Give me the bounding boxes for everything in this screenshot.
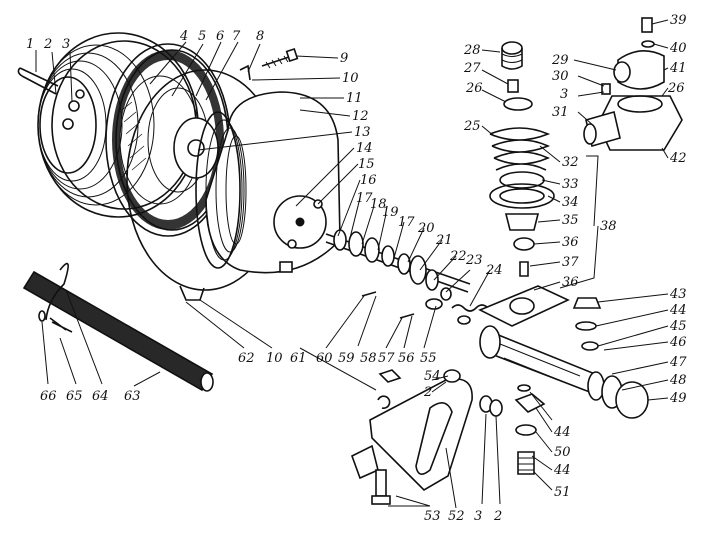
label-5: 5 (198, 29, 206, 44)
label-17b: 17 (398, 215, 415, 230)
label-19: 19 (382, 205, 399, 220)
label-30: 30 (552, 69, 569, 84)
label-46: 46 (669, 335, 687, 350)
label-9: 9 (340, 51, 348, 66)
label-31: 31 (552, 105, 569, 120)
label-20: 20 (417, 221, 435, 236)
label-1: 1 (26, 37, 34, 52)
label-53: 53 (424, 509, 441, 524)
label-35: 35 (562, 213, 579, 228)
label-45: 45 (669, 319, 687, 334)
leader-lines (35, 19, 669, 509)
label-44a: 44 (669, 303, 687, 318)
mounting-bracket-part (351, 378, 473, 505)
label-2b: 2 (423, 385, 432, 400)
label-44c: 44 (553, 463, 571, 478)
label-50: 50 (554, 445, 571, 460)
label-59: 59 (338, 351, 355, 366)
bolt-part (261, 48, 299, 69)
label-42: 42 (669, 151, 687, 166)
label-3: 3 (62, 37, 70, 52)
label-39: 39 (670, 13, 687, 28)
label-48: 48 (669, 373, 687, 388)
label-25: 25 (463, 119, 481, 134)
label-34: 34 (562, 195, 579, 210)
label-13: 13 (354, 125, 371, 140)
cotter-pins-part (361, 291, 471, 325)
label-65: 65 (66, 389, 83, 404)
label-3c: 3 (474, 509, 482, 524)
label-15: 15 (358, 157, 375, 172)
label-2c: 2 (493, 509, 502, 524)
label-3b: 3 (560, 87, 568, 102)
label-8: 8 (256, 29, 264, 44)
label-36b: 36 (562, 275, 579, 290)
label-29: 29 (551, 53, 569, 68)
label-51: 51 (554, 485, 571, 500)
label-26b: 26 (667, 81, 685, 96)
label-33: 33 (562, 177, 579, 192)
label-36a: 36 (562, 235, 579, 250)
label-54: 54 (424, 369, 441, 384)
label-7: 7 (232, 29, 241, 44)
push-rod-part (325, 229, 489, 312)
label-64: 64 (92, 389, 109, 404)
label-17a: 17 (356, 191, 373, 206)
label-56: 56 (398, 351, 415, 366)
label-37: 37 (562, 255, 579, 270)
label-12: 12 (352, 109, 369, 124)
label-57: 57 (378, 351, 395, 366)
label-6: 6 (216, 29, 224, 44)
label-24: 24 (485, 263, 503, 278)
valve-body-part (478, 285, 649, 419)
label-43: 43 (669, 287, 687, 302)
label-14: 14 (356, 141, 373, 156)
label-55: 55 (420, 351, 437, 366)
label-44b: 44 (553, 425, 571, 440)
label-2: 2 (43, 37, 52, 52)
label-38: 38 (600, 219, 617, 234)
label-28: 28 (463, 43, 481, 58)
nuts-washers-part (377, 369, 503, 417)
label-47: 47 (669, 355, 687, 370)
label-40: 40 (669, 41, 687, 56)
valve-cover-part (583, 17, 683, 151)
label-10b: 10 (266, 351, 283, 366)
label-22: 22 (449, 249, 467, 264)
label-10: 10 (342, 71, 359, 86)
label-16: 16 (360, 173, 377, 188)
label-49: 49 (669, 391, 687, 406)
label-26a: 26 (465, 81, 483, 96)
hose-tube-part (22, 262, 214, 392)
callout-labels: 1 2 3 4 5 6 7 8 9 10 11 12 13 14 15 16 1… (26, 13, 687, 524)
label-58: 58 (360, 351, 377, 366)
chamber-cover-part (17, 32, 199, 218)
label-41: 41 (669, 61, 687, 76)
label-21: 21 (435, 233, 453, 248)
label-23: 23 (465, 253, 483, 268)
label-61: 61 (290, 351, 307, 366)
label-18: 18 (370, 197, 387, 212)
label-52: 52 (448, 509, 465, 524)
label-66: 66 (40, 389, 57, 404)
label-11: 11 (346, 91, 363, 106)
label-60: 60 (316, 351, 333, 366)
label-27: 27 (463, 61, 481, 76)
valve-spring-stack-part (489, 41, 555, 277)
label-62: 62 (238, 351, 255, 366)
label-4: 4 (179, 29, 188, 44)
label-63: 63 (124, 389, 141, 404)
label-32: 32 (562, 155, 579, 170)
